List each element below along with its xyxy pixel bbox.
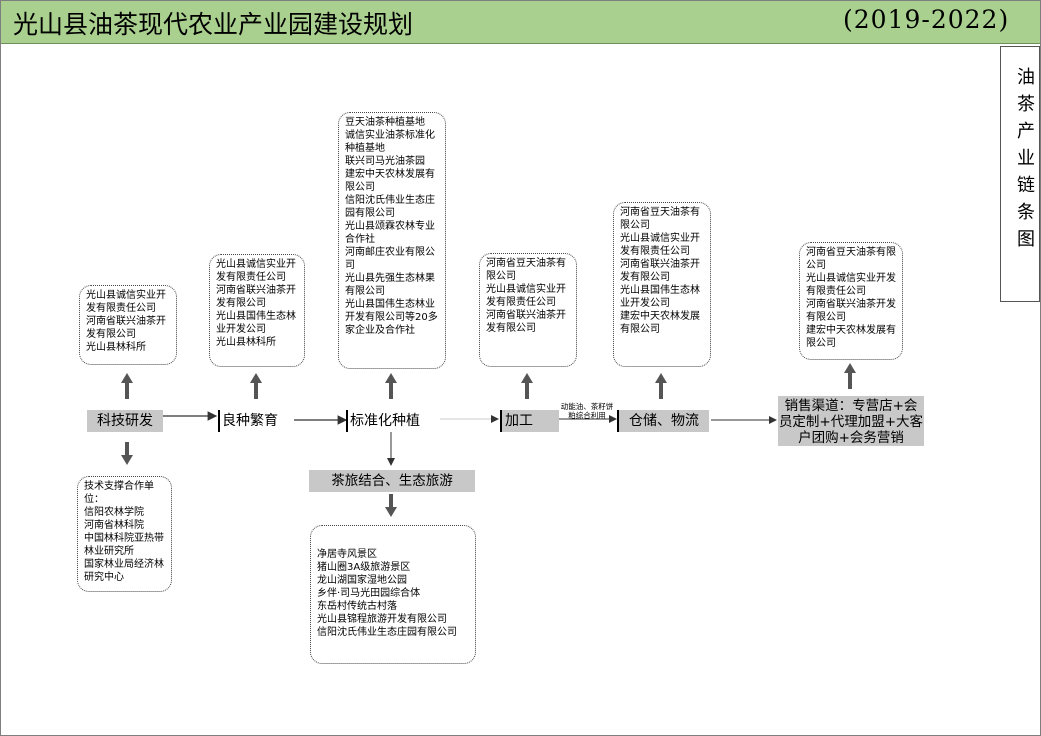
stage-planting: 标准化种植 [346,410,440,432]
stage-tech-rd: 科技研发 [87,410,163,432]
stage-tourism: 茶旅结合、生态旅游 [309,470,475,492]
arrow-up-sales [848,371,852,389]
arrow-down-tech [125,442,129,456]
planting-units-box: 豆天油茶种植基地 诚信实业油茶标准化种植基地 联兴司马光油茶园 建宏中天农林发展… [338,112,446,369]
arrow-up-planting [389,381,393,399]
stage-storage-logistics: 仓储、物流 [617,410,709,432]
arrow-up-breeding [254,381,258,399]
arrow-up-storage [659,381,663,399]
arrow-up-tech [125,381,129,399]
sales-channels: 销售渠道：专营店+会员定制+代理加盟+大客户团购+会务营销 [778,396,924,446]
processing-units-box: 河南省豆天油茶有限公司 光山县诚信实业开发有限责任公司 河南省联兴油茶开发有限公… [479,253,577,367]
processing-note: 动能油、茶籽饼粕综合利用 [560,402,614,420]
breeding-units-box: 光山县诚信实业开发有限责任公司 河南省联兴油茶开发有限公司 光山县国伟生态林业开… [209,254,305,367]
stage-breeding: 良种繁育 [218,410,292,432]
side-title: 油茶产业链条图 [1014,67,1035,256]
tourism-units-box: 净居寺风景区 猪山圈3A级旅游景区 龙山湖国家湿地公园 乡伴·司马光田园综合体 … [310,525,476,664]
title-bar: 光山县油茶现代农业产业园建设规划 (2019-2022) [1,1,1040,44]
support-units-box: 技术支撑合作单位： 信阳农林学院 河南省林科院 中国林科院亚热带林业研究所 国家… [77,476,172,592]
side-title-box: 油茶产业链条图 [1000,46,1040,302]
page-title: 光山县油茶现代农业产业园建设规划 [13,10,414,39]
arrow-down-tourism [389,494,393,508]
tech-units-box: 光山县诚信实业开发有限责任公司 河南省联兴油茶开发有限公司 光山县林科所 [79,285,177,365]
arrow-up-processing [525,381,529,399]
year-range: (2019-2022) [843,5,1010,34]
stage-processing: 加工 [500,410,559,432]
storage-units-box: 河南省豆天油茶有限公司 光山县诚信实业开发有限责任公司 河南省联兴油茶开发有限公… [613,202,711,367]
sales-units-box: 河南省豆天油茶有限公司 光山县诚信实业开发有限责任公司 河南省联兴油茶开发有限公… [799,242,903,360]
